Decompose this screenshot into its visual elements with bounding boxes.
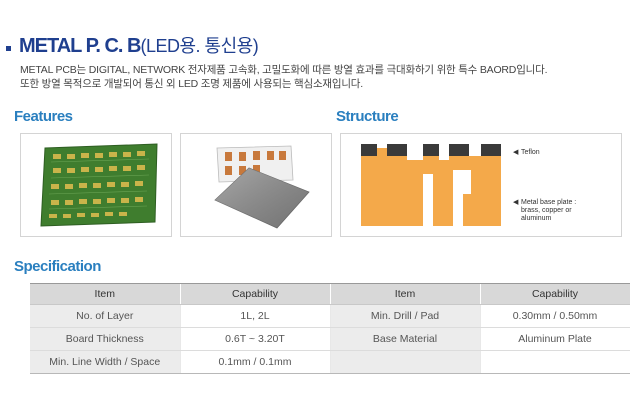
teflon-pad-3 [423,144,439,156]
cell-item: Min. Drill / Pad [330,304,481,328]
title-bullet-icon [6,45,11,51]
page-title-wrap: METAL P. C. B(LED용. 통신용) [6,30,259,60]
cell-item: Base Material [330,327,481,351]
cell-item: Board Thickness [30,327,181,351]
cell-item: Min. Line Width / Space [30,350,181,374]
header-capability-2: Capability [480,284,630,305]
cell-item: No. of Layer [30,304,181,328]
intro-line-1: METAL PCB는 DIGITAL, NETWORK 전자제품 고속화, 고밀… [20,64,548,76]
metal-base-plate [361,148,501,226]
table-row: No. of Layer 1L, 2L Min. Drill / Pad 0.3… [30,304,630,328]
cell-item [330,350,481,374]
teflon-pad-1 [361,144,377,156]
features-heading: Features [14,108,73,125]
specification-heading: Specification [14,258,101,275]
cell-value [480,350,630,374]
table-header-row: Item Capability Item Capability [30,284,630,305]
cell-value: 0.30mm / 0.50mm [480,304,630,328]
structure-svg: ◀ Teflon ◀ Metal base plate : brass, cop… [361,144,576,226]
header-item-2: Item [330,284,481,305]
header-item-1: Item [30,284,181,305]
intro-line-2: 또한 방열 목적으로 개발되어 통신 외 LED 조명 제품에 사용되는 핵심소… [20,78,363,90]
teflon-pad-5 [481,144,501,156]
teflon-pad-4 [449,144,469,156]
title-main: METAL P. C. B [19,35,141,57]
green-pcb-image [40,143,158,227]
spec-table: Item Capability Item Capability No. of L… [30,284,630,374]
teflon-label: Teflon [521,149,540,156]
metal-pcb-image [214,145,310,229]
structure-heading: Structure [336,108,399,125]
metal-label-3: aluminum [521,215,552,222]
svg-text:◀: ◀ [513,149,519,156]
cell-value: 1L, 2L [180,304,331,328]
table-top-rule [30,283,630,284]
cell-value: 0.1mm / 0.1mm [180,350,331,374]
cell-value: Aluminum Plate [480,327,630,351]
structure-diagram: ◀ Teflon ◀ Metal base plate : brass, cop… [340,133,622,237]
pcb-photo-green [20,133,172,237]
metal-label-1: Metal base plate : [521,199,576,206]
title-sub: (LED용. 통신용) [140,36,259,56]
table-row: Board Thickness 0.6T ~ 3.20T Base Materi… [30,327,630,351]
pcb-photo-metal [180,133,332,237]
header-capability-1: Capability [180,284,331,305]
cell-value: 0.6T ~ 3.20T [180,327,331,351]
metal-label-2: brass, copper or [521,207,572,214]
page-title: METAL P. C. B(LED용. 통신용) [19,32,259,58]
teflon-pad-2 [387,144,407,156]
intro-text: METAL PCB는 DIGITAL, NETWORK 전자제품 고속화, 고밀… [20,63,620,91]
table-row: Min. Line Width / Space 0.1mm / 0.1mm [30,350,630,374]
svg-text:◀: ◀ [513,199,519,206]
